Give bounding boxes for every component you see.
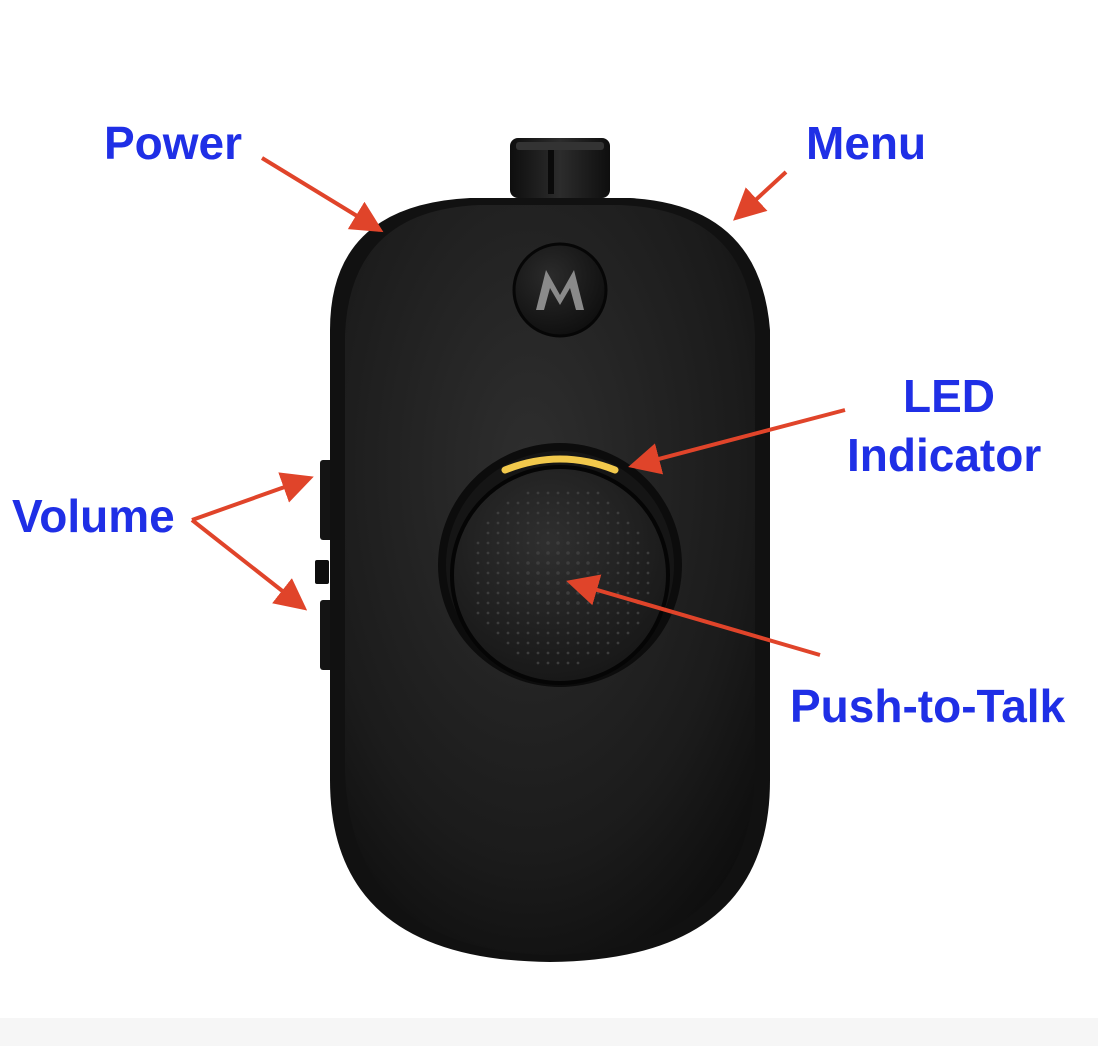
power-arrow: [260, 156, 384, 233]
led-indicator: [501, 455, 619, 474]
led-arrow: [628, 408, 846, 475]
ptt-label: Push-to-Talk: [790, 680, 1066, 732]
push-to-talk-button[interactable]: [450, 465, 670, 685]
volume-down-arrow: [190, 518, 308, 611]
menu-label: Menu: [806, 117, 927, 169]
ptt-arrow: [566, 574, 821, 657]
bottom-band: [0, 1018, 1098, 1046]
power-label: Power: [104, 117, 243, 169]
led-label-line2: Indicator: [847, 429, 1042, 481]
ptt-texture: [476, 491, 650, 665]
menu-arrow: [733, 170, 788, 221]
volume-label: Volume: [12, 490, 175, 542]
top-knob: [510, 138, 610, 198]
volume-up-arrow: [191, 472, 314, 522]
brand-logo-icon: [512, 242, 608, 338]
led-label-line1: LED: [903, 370, 995, 422]
